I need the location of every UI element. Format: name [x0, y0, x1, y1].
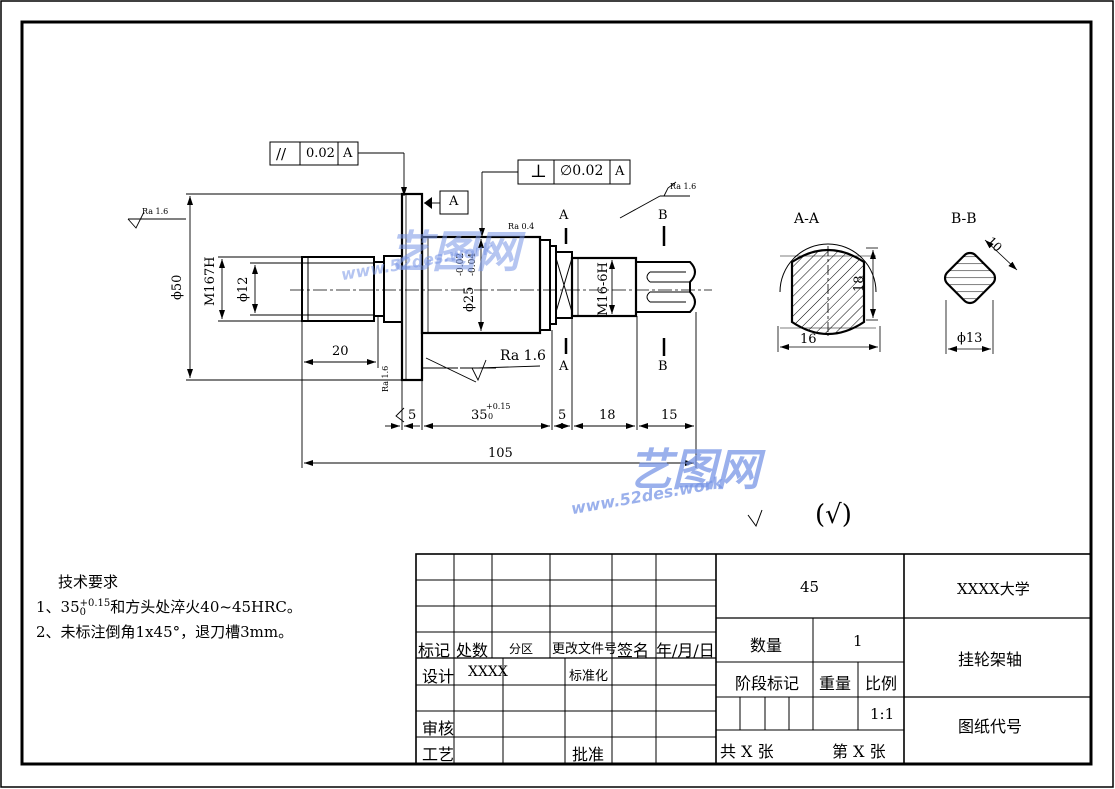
- roughness-left: Ra 1.6: [142, 207, 169, 216]
- change-doc-label: 更改文件号: [552, 642, 618, 657]
- dim-35-upper: +0.15: [486, 402, 511, 411]
- cut-a-bottom: A: [559, 359, 569, 374]
- dim-m16-7h: M167H: [203, 256, 218, 306]
- datum-triangle: [424, 197, 432, 209]
- date-label: 年/月/日: [656, 641, 715, 660]
- zone-label: 分区: [509, 642, 534, 656]
- quantity-label: 数量: [750, 636, 783, 655]
- roughness-shoulder: Ra 0.4: [508, 222, 535, 231]
- general-roughness-symbol: [747, 509, 763, 528]
- section-a-title: A-A: [794, 211, 819, 227]
- watermark-brand-bottom: 艺图网: [628, 445, 760, 496]
- design-label: 设计: [422, 667, 455, 686]
- dim-15: 15: [661, 408, 678, 423]
- dim-35-lower: 0: [488, 412, 494, 421]
- tech-req-sub: 0: [79, 607, 87, 618]
- review-label: 审核: [422, 719, 455, 738]
- section-a-height: 18: [852, 275, 867, 292]
- cut-b-bottom: B: [658, 359, 668, 374]
- roughness-marks: [127, 181, 677, 423]
- roughness-right-top: Ra 1.6: [670, 182, 697, 191]
- dim-5a: 5: [408, 408, 417, 423]
- part-name: 挂轮架轴: [958, 650, 1023, 669]
- tech-req-line-1-start: 1、35: [36, 598, 80, 616]
- watermark-brand-top: 艺图网: [388, 227, 520, 278]
- dim-20: 20: [332, 344, 349, 359]
- datum-label: A: [449, 194, 459, 209]
- section-b-dia: ϕ13: [957, 331, 983, 346]
- section-a-width: 16: [800, 332, 817, 347]
- tech-req-line-2: 2、未标注倒角1x45°，退刀槽3mm。: [36, 623, 294, 641]
- tolerance-frames: [269, 141, 631, 215]
- cut-a-top: A: [559, 208, 569, 223]
- parallel-tolerance: 0.02: [306, 146, 335, 161]
- roughness-bottom: Ra 1.6: [500, 348, 546, 364]
- dim-phi12: ϕ12: [236, 276, 251, 302]
- dim-5b: 5: [558, 408, 567, 423]
- dim-m16-6h: M16-6H: [596, 262, 611, 316]
- perpendicular-datum: A: [615, 164, 625, 179]
- roughness-flange-side: Ra 1.6: [381, 365, 390, 392]
- tech-req-sup: +0.15: [79, 598, 111, 609]
- general-roughness: (√): [815, 500, 852, 530]
- quantity-value: 1: [853, 632, 863, 650]
- tech-req-line-1-end: 和方头处淬火40~45HRC。: [110, 598, 302, 616]
- process-label: 工艺: [422, 745, 455, 764]
- dim-35: 35: [471, 408, 488, 423]
- total-sheets: 共 X 张: [720, 742, 774, 761]
- parallel-datum: A: [343, 146, 353, 161]
- standardization-label: 标准化: [569, 669, 609, 684]
- section-b-title: B-B: [951, 211, 977, 227]
- drawing-number-label: 图纸代号: [958, 717, 1023, 736]
- dim-phi50: ϕ50: [170, 274, 185, 300]
- cut-b-top: B: [658, 208, 668, 223]
- mark-label: 标记: [418, 641, 451, 660]
- perpendicular-tolerance: ∅0.02: [560, 163, 604, 179]
- designer-name: XXXX: [468, 664, 508, 680]
- dim-18: 18: [599, 408, 616, 423]
- title-block-grid: [415, 553, 1092, 765]
- dimension-lines: [128, 152, 697, 468]
- dim-phi25: ϕ25: [462, 286, 477, 312]
- scale-label: 比例: [865, 674, 898, 693]
- count-label: 处数: [456, 641, 489, 660]
- section-a-a: [777, 243, 881, 352]
- material: 45: [800, 578, 820, 596]
- stage-label: 阶段标记: [735, 674, 800, 693]
- school-name: XXXX大学: [957, 580, 1030, 598]
- perpendicular-symbol: ⊥: [530, 161, 547, 182]
- section-b-b: [943, 239, 1018, 354]
- sign-label: 签名: [617, 641, 650, 660]
- parallel-symbol: //: [276, 145, 287, 163]
- tech-req-title: 技术要求: [58, 573, 119, 591]
- dim-105: 105: [488, 446, 513, 461]
- shaft-view: [290, 192, 712, 382]
- sheet-number: 第 X 张: [832, 742, 886, 761]
- scale-value: 1:1: [870, 705, 895, 723]
- weight-label: 重量: [819, 674, 852, 693]
- approve-label: 批准: [572, 745, 605, 764]
